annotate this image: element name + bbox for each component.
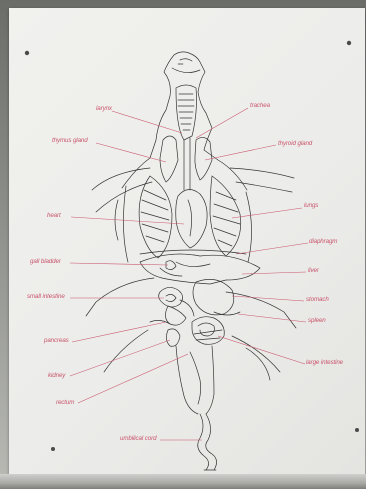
label-lungs: lungs <box>304 202 318 209</box>
leader-stomach <box>232 296 304 301</box>
leader-rectum <box>78 354 188 403</box>
pin-top-right <box>347 41 351 45</box>
label-thymus-gland: thymus gland <box>52 137 88 144</box>
label-kidney: kidney <box>48 372 65 379</box>
pin-bottom-right <box>355 428 359 432</box>
leader-kidney <box>70 340 170 376</box>
label-umbilical-cord: umbilical cord <box>120 435 156 442</box>
pin-top-left <box>25 51 29 55</box>
leader-heart <box>71 217 184 224</box>
leader-lungs <box>232 208 302 218</box>
leader-thyroid <box>205 145 276 160</box>
leader-thymus <box>96 143 166 162</box>
leader-diaphragm <box>236 243 308 254</box>
leader-larynx <box>112 111 182 133</box>
label-diaphragm: diaphragm <box>309 238 337 245</box>
leader-spleen <box>238 314 306 322</box>
leader-trachea <box>196 108 248 138</box>
leader-lines <box>70 108 308 440</box>
label-rectum: rectum <box>56 399 74 406</box>
leader-pancreas <box>72 322 166 342</box>
label-spleen: spleen <box>308 317 326 324</box>
label-larynx: larynx <box>96 105 112 112</box>
label-pancreas: pancreas <box>44 337 69 344</box>
label-thyroid-gland: thyroid gland <box>278 140 312 147</box>
label-trachea: trachea <box>250 102 270 109</box>
pig-outline <box>86 52 296 470</box>
leader-gall-bladder <box>70 263 168 265</box>
label-heart: heart <box>47 212 61 219</box>
label-gall-bladder: gall bladder <box>30 258 61 265</box>
label-large-intestine: large intestine <box>306 359 343 366</box>
label-liver: liver <box>308 267 319 274</box>
pin-bottom-left <box>51 447 55 451</box>
leader-large-intestine <box>218 336 305 364</box>
leader-liver <box>242 272 306 274</box>
label-stomach: stomach <box>306 296 329 303</box>
label-small-intestine: small intestine <box>27 293 65 300</box>
